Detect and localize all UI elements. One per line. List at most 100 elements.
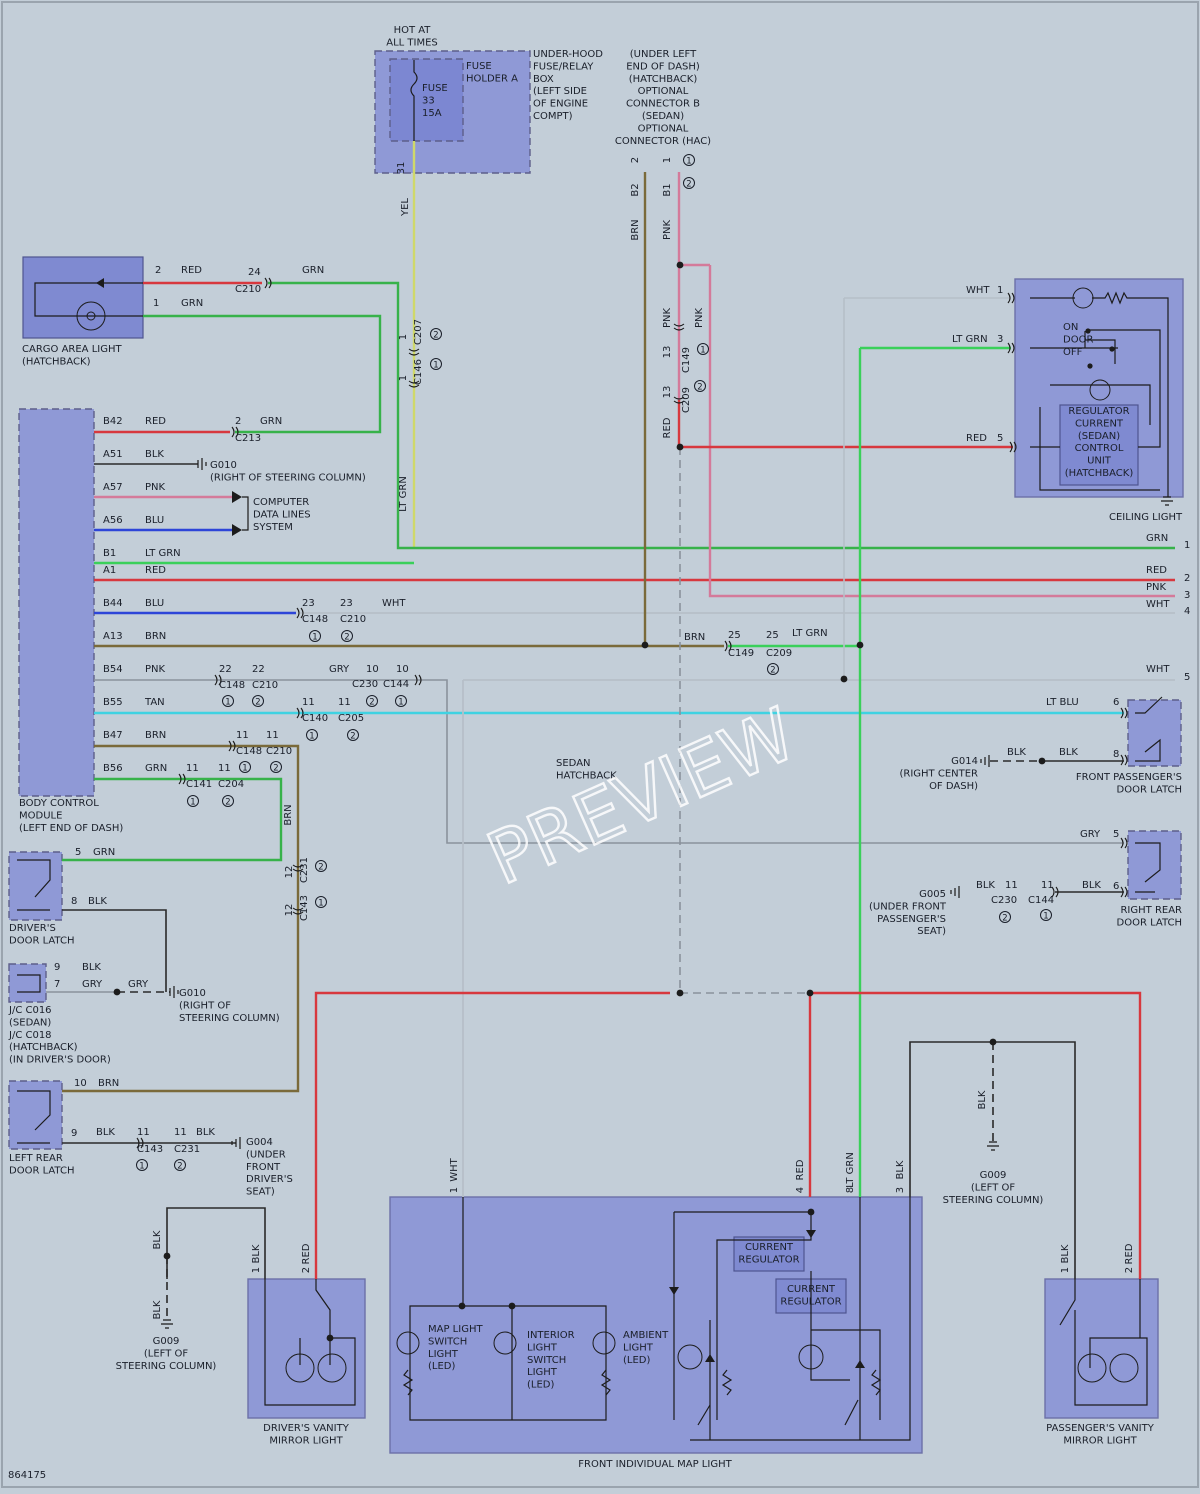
- diagram-id: 864175: [8, 1470, 46, 1481]
- wire-label-vertical: 2: [630, 157, 641, 163]
- wire-label: 1: [153, 298, 159, 309]
- wire-blk-dv: [166, 1207, 266, 1279]
- connector-mark: [228, 740, 236, 752]
- connector-mark: [1007, 342, 1015, 354]
- wire-label: BLK: [1059, 747, 1078, 758]
- sheet-ref-circle: [315, 896, 327, 908]
- splice-dot: [856, 641, 864, 649]
- wire-label: C148: [302, 614, 328, 625]
- sheet-ref-number: 1: [398, 697, 403, 707]
- wire-label: BLK: [1007, 747, 1026, 758]
- map-led-icon: [396, 1331, 420, 1355]
- text-line: (RIGHT CENTER: [899, 768, 978, 779]
- wire-label: 23: [302, 598, 315, 609]
- text-line: (SEDAN): [1078, 431, 1120, 442]
- wire-label-vertical: 1: [1060, 1267, 1071, 1273]
- text-line: SWITCH: [428, 1336, 467, 1347]
- text-line: CONNECTOR B: [626, 99, 700, 110]
- sheet-ref-number: 1: [700, 345, 705, 355]
- text-line: G010: [210, 460, 237, 471]
- text-line: INTERIOR: [527, 1330, 575, 1341]
- connector-mark: [1007, 292, 1015, 304]
- text-line: (HATCHBACK): [629, 74, 698, 85]
- text-line: SYSTEM: [253, 522, 293, 533]
- wire-label-vertical: C209: [681, 387, 692, 413]
- wire-label: BLK: [145, 449, 164, 460]
- sheet-ref-number: 2: [686, 179, 691, 189]
- connector-mark: [408, 348, 420, 356]
- wire-label: WHT: [1146, 664, 1170, 675]
- sheet-ref-number: 1: [190, 797, 195, 807]
- wire-label-vertical: BLK: [1060, 1244, 1071, 1263]
- wire-label-vertical: 12: [284, 866, 295, 879]
- wire-label: 10: [396, 664, 409, 675]
- ground-icons: [161, 458, 1173, 1329]
- text-line: (SEDAN): [642, 111, 684, 122]
- wire-label: BLK: [96, 1127, 115, 1138]
- wire-label-vertical: C146: [413, 359, 424, 385]
- text-line: (LEFT OF: [971, 1182, 1016, 1193]
- wire-label: C210: [252, 680, 278, 691]
- wire-label-vertical: 1: [251, 1267, 262, 1273]
- wire-label: BRN: [684, 632, 705, 643]
- text-line: COMPUTER: [253, 497, 309, 508]
- sheet-ref-circle: [697, 343, 709, 355]
- text-line: (SEDAN): [9, 1017, 51, 1028]
- wire-label: C231: [174, 1144, 200, 1155]
- symbols: [17, 60, 1173, 1441]
- cargo-bulb-filament: [86, 311, 96, 321]
- sheet-ref-number: 2: [1002, 913, 1007, 923]
- wire-label: 9: [71, 1128, 77, 1139]
- wire-label: C149: [728, 648, 754, 659]
- text-line: (LED): [428, 1361, 455, 1372]
- pv-circuit: [1059, 1279, 1148, 1406]
- regulator-unit: [1059, 404, 1139, 486]
- splice-dot: [508, 1302, 516, 1310]
- wire-label: WHT: [966, 285, 990, 296]
- wire-label: 11: [218, 763, 231, 774]
- wire-label: 5: [1113, 829, 1119, 840]
- text-line: HOT AT: [394, 25, 432, 36]
- map-switches: [697, 1399, 859, 1426]
- text-line: UNIT: [1087, 456, 1112, 467]
- text-line: FUSE: [466, 61, 492, 72]
- connector-mark: [136, 1137, 144, 1149]
- text-line: MIRROR LIGHT: [1063, 1435, 1137, 1446]
- sheet-ref-number: 2: [177, 1161, 182, 1171]
- wire-label: GRN: [302, 265, 324, 276]
- wire-label-vertical: 4: [795, 1187, 806, 1193]
- wire-label-vertical: BLK: [251, 1244, 262, 1263]
- text-line: J/C C016: [8, 1005, 52, 1016]
- connector-mark: [1009, 441, 1017, 453]
- wire-label: 11: [174, 1127, 187, 1138]
- wire-blk-map: [909, 1041, 1076, 1279]
- wire-label: A57: [103, 482, 123, 493]
- wire-label: B47: [103, 730, 123, 741]
- wire-label: RED: [145, 416, 166, 427]
- text-line: LIGHT: [527, 1342, 558, 1353]
- cargo-diode-icon: [96, 278, 104, 288]
- sheet-ref-circle: [347, 729, 359, 741]
- passengers-vanity-mirror-light: [1044, 1278, 1159, 1419]
- map-light-label: FRONT INDIVIDUAL MAP LIGHT: [578, 1459, 732, 1470]
- text-line: (RIGHT OF STEERING COLUMN): [210, 472, 366, 483]
- wire-label: BLU: [145, 598, 164, 609]
- splice-dot: [807, 1208, 815, 1216]
- sheet-ref-circle: [174, 1159, 186, 1171]
- text-line: CURRENT: [787, 1284, 836, 1295]
- connector-mark: [214, 674, 222, 686]
- wire-label: RED: [966, 433, 987, 444]
- wire-label-vertical: 1: [398, 375, 409, 381]
- wire-label: 24: [248, 267, 261, 278]
- sheet-ref-number: 2: [225, 797, 230, 807]
- ground-icon-g004: [231, 1137, 241, 1149]
- wire-label: RED: [181, 265, 202, 276]
